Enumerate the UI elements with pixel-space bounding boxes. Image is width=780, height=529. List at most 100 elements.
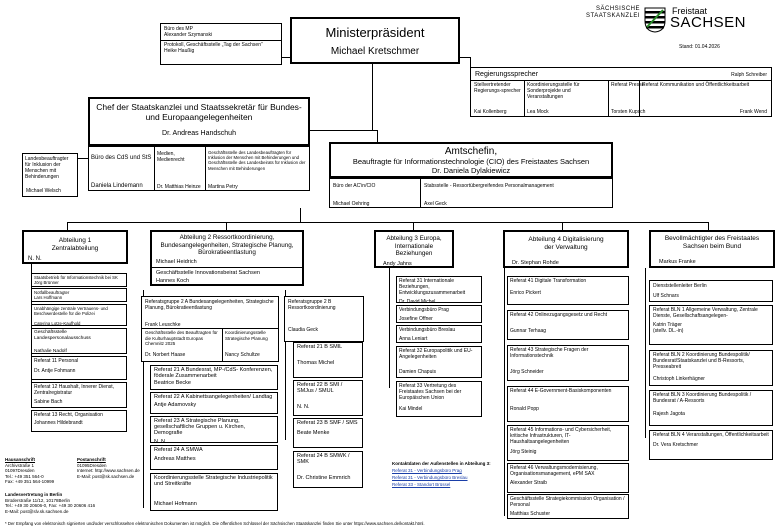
- dept4-header: Abteilung 4 Digitalisierung der Verwaltu…: [503, 230, 629, 268]
- connector: [372, 130, 377, 131]
- connector: [226, 222, 227, 230]
- media-text: Medien, Medienrecht: [157, 151, 185, 163]
- koord-industry-box: Koordinierungsstelle Strategische Indust…: [150, 473, 278, 511]
- logo-line1: SÄCHSISCHE: [595, 6, 640, 12]
- chief-office-text: Büro des CdS und StS: [91, 155, 152, 161]
- dept3-header: Abteilung 3 Europa, Internationale Bezie…: [374, 230, 454, 268]
- sk-logo: SÄCHSISCHE STAATSKANZLEI: [570, 6, 640, 34]
- protocol-text: Protokoll, Geschäftsstelle „Tag der Sach…: [164, 42, 263, 48]
- dept4-head: Dr. Stephan Rohde: [512, 260, 559, 266]
- mp-name: Michael Kretschmer: [330, 46, 420, 57]
- cio-staff-text: Stabsstelle - Ressortübergreifendes Pers…: [424, 183, 554, 189]
- chief-title: Chef der Staatskanzlei und Staatssekretä…: [96, 102, 302, 122]
- ref46-box: Referat 46 Verwaltungsmodernisierung, Or…: [507, 463, 629, 493]
- kultur-text: Geschäftsstelle des Beauftragten für die…: [145, 330, 218, 346]
- footer-house: Hausanschrift Archivstraße 1 01097Dresde…: [5, 457, 55, 484]
- logo-line2: STAATSKANZLEI: [586, 13, 640, 19]
- bln2-box: Referat BLN 2 Koordinierung Bundespoliti…: [649, 350, 773, 386]
- logo-freistaat: Freistaat: [672, 6, 708, 16]
- connector: [282, 57, 290, 58]
- cio-title: Amtschefin,: [444, 146, 498, 157]
- ref42-box: Referat 42 Onlinezugangsgesetz und Recht…: [507, 310, 629, 340]
- group2a-person: Frank Leuschke: [145, 322, 181, 328]
- ref21a-box: Referat 21 A Bundesrat, MP-/CdS- Konfere…: [150, 365, 278, 390]
- speaker-col-0-person: Kai Kollenberg: [474, 109, 507, 115]
- connector: [372, 64, 373, 130]
- group2b-title: Referatsgruppe 2 B Ressortkoordinierung: [288, 299, 336, 311]
- connector: [389, 268, 390, 388]
- contact-link-breslau[interactable]: Referat 31 - Verbindungsbüro Breslau: [392, 475, 468, 480]
- cio-staff-person: Axel Geck: [424, 201, 447, 207]
- speaker-col-3-person: Frank Wend: [739, 109, 767, 115]
- chief-name: Dr. Andreas Handschuh: [162, 130, 236, 137]
- coat-of-arms-icon: [644, 7, 666, 33]
- bln1-box: Referat BLN 1 Allgemeine Verwaltung, Zen…: [649, 305, 773, 345]
- office-mp-box: Büro des MP Alexander Szymanski Protokol…: [160, 23, 282, 65]
- dept4-title: Abteilung 4 Digitalisierung der Verwaltu…: [528, 236, 604, 251]
- group2a-box: Referatsgruppe 2 A Bundesangelegenheiten…: [141, 296, 279, 362]
- ref43-box: Referat 43 Strategische Fragen der Infor…: [507, 345, 629, 381]
- federal-header: Bevollmächtigter des Freistaates Sachsen…: [649, 230, 775, 268]
- footer-berlin: Landesvertretung in Berlin Brüderstraße …: [5, 492, 96, 514]
- connector: [460, 57, 470, 58]
- ref22a-box: Referat 22 A Kabinettsangelegenheiten/ L…: [150, 392, 278, 414]
- connector: [67, 222, 68, 230]
- connector: [645, 268, 646, 438]
- speaker-col-3-text: Referat Kommunikation und Öffentlichkeit…: [642, 82, 750, 88]
- connector: [143, 290, 144, 508]
- connector: [300, 208, 301, 222]
- media-person: Dr. Matthias Heinze: [157, 184, 201, 190]
- contacts-title: Kontaktdaten der Außenstellen in Abteilu…: [392, 461, 491, 466]
- commissioner-person: Michael Welsch: [26, 188, 61, 194]
- contact-link-prag[interactable]: Referat 31 - Verbindungsbüro Prag: [392, 468, 462, 473]
- connector: [708, 222, 709, 230]
- logo-sachsen: SACHSEN: [670, 14, 747, 31]
- connector: [285, 290, 286, 440]
- cio-office-row: Büro der AC'in/CIO Michael Oehring Stabs…: [329, 178, 613, 208]
- cio-box: Amtschefin, Beauftragte für Informations…: [329, 142, 613, 178]
- ref33-box: Referat 33 Vertretung des Freistaates Sa…: [396, 381, 482, 417]
- dept3-head: Andy Jahns: [383, 261, 412, 267]
- strategy-commission-box: Geschäftsstelle Strategiekommission Orga…: [507, 494, 629, 519]
- dept1-head: N. N.: [28, 256, 42, 262]
- protocol-person: Heike Haußig: [164, 48, 195, 54]
- chief-box: Chef der Staatskanzlei und Staatssekretä…: [88, 97, 310, 146]
- speaker-col-2-text: Referat Presse: [611, 82, 645, 88]
- spokesperson-box: Regierungssprecher Ralph Schreiber Stell…: [470, 67, 772, 117]
- ref45-box: Referat 45 Informations- und Cybersicher…: [507, 425, 629, 461]
- innov-text: Geschäftsstelle Innovationsbeirat Sachse…: [156, 270, 260, 276]
- dept1-item: Referat 12 Haushalt, Innerer Dienst, Zen…: [31, 382, 127, 408]
- group2a-title: Referatsgruppe 2 A Bundesangelegenheiten…: [145, 299, 274, 311]
- koord-text: Koordinierungsstelle Strategische Planun…: [225, 330, 268, 341]
- kultur-person: Dr. Norbert Haase: [145, 352, 186, 358]
- connector: [504, 268, 505, 516]
- group2b-box: Referatsgruppe 2 B Ressortkoordinierung …: [284, 296, 364, 342]
- spokesperson-title: Regierungssprecher: [475, 71, 539, 78]
- footer-note: * Der Empfang von elektronisch signierte…: [5, 521, 425, 526]
- dept1-item: Unabhängige zentrale Vertrauens- und Bes…: [31, 304, 127, 326]
- mp-title: Ministerpräsident: [325, 25, 425, 40]
- cio-name: Dr. Daniela Dylakiewicz: [431, 166, 511, 175]
- dept3-title: Abteilung 3 Europa, Internationale Bezie…: [386, 235, 442, 257]
- commissioner-text: Landesbeauftragter für Inklusion der Men…: [25, 156, 69, 180]
- contact-link-brussels[interactable]: Referat 33 - Standort Brüssel: [392, 482, 451, 487]
- dept1-item: Staatsbetrieb für Informationstechnik be…: [31, 273, 127, 287]
- stand-date: Stand: 01.04.2026: [679, 44, 720, 50]
- speaker-col-1-text: Koordinierungsstelle für Sonderprojekte …: [527, 82, 580, 100]
- speaker-col-1-person: Lea Mock: [527, 109, 549, 115]
- disab-person: Martina Petry: [208, 184, 238, 190]
- spokesperson-person: Ralph Schreiber: [731, 72, 767, 78]
- disab-text: Geschäftsstelle des Landesbeauftragten f…: [208, 150, 306, 171]
- speaker-col-2-person: Torsten Kupsch: [611, 109, 646, 115]
- group2b-person: Claudia Geck: [288, 327, 319, 333]
- cio-office-text: Büro der AC'in/CIO: [333, 183, 376, 189]
- connector: [413, 222, 414, 230]
